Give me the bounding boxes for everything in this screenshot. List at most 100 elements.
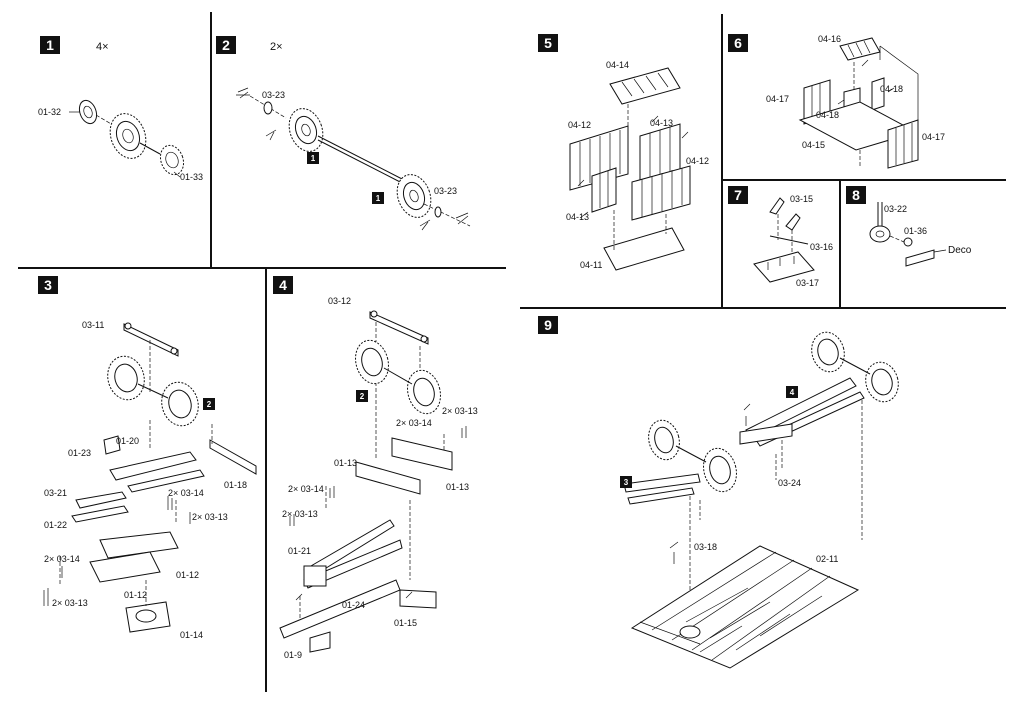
svg-text:2: 2: [222, 37, 230, 53]
part-label-2x-03-14-c: 2× 03-14: [396, 418, 432, 428]
part-label-2x-03-13-c: 2× 03-13: [442, 406, 478, 416]
svg-text:2: 2: [360, 392, 365, 401]
step-1-badge: 1: [40, 36, 60, 54]
part-label-01-13-b: 01-13: [446, 482, 469, 492]
part-label-2x-03-13-a: 2× 03-13: [192, 512, 228, 522]
step-1-panel: 1 4× 01-32 01-33: [38, 36, 203, 182]
part-label-03-11: 03-11: [82, 320, 104, 330]
part-label-2x-03-13-d: 2× 03-13: [282, 509, 318, 519]
part-label-03-22: 03-22: [884, 204, 907, 214]
part-label-04-15: 04-15: [802, 140, 825, 150]
step-9-ref-badge-4: 4: [786, 386, 798, 398]
part-label-04-16: 04-16: [818, 34, 841, 44]
svg-text:7: 7: [734, 187, 742, 203]
part-label-01-22: 01-22: [44, 520, 67, 530]
step-3-drawbar-assembly: [43, 322, 257, 633]
step-8-brake-assembly: [869, 202, 947, 267]
part-label-04-17-a: 04-17: [766, 94, 789, 104]
part-label-04-18-b: 04-18: [816, 110, 839, 120]
step-2-ref-badge-1: 1: [307, 152, 319, 164]
part-label-01-33: 01-33: [180, 172, 203, 182]
step-6-box-assembly: [798, 37, 919, 169]
step-7-badge: 7: [728, 186, 748, 204]
svg-text:3: 3: [624, 478, 629, 487]
part-label-01-14: 01-14: [180, 630, 203, 640]
part-label-2x-03-14-a: 2× 03-14: [168, 488, 204, 498]
step-2-axle-assembly: [236, 87, 471, 231]
step-4-frame-assembly: [279, 310, 467, 653]
step-2-ref-badge-2: 1: [372, 192, 384, 204]
part-label-01-15: 01-15: [394, 618, 417, 628]
part-label-04-13-b: 04-13: [566, 212, 589, 222]
step-7-panel: 7 03-15 03-16 03-17: [728, 186, 833, 288]
svg-text:1: 1: [46, 37, 54, 53]
part-label-04-11: 04-11: [580, 260, 602, 270]
step-4-panel: 4: [273, 276, 478, 660]
step-7-seat-assembly: [753, 197, 815, 283]
step-4-badge: 4: [273, 276, 293, 294]
step-3-badge: 3: [38, 276, 58, 294]
part-label-01-12-b: 01-12: [124, 590, 147, 600]
step-2-panel: 2 2× 1 1 03-23 03-23: [216, 36, 471, 231]
part-label-01-13-a: 01-13: [334, 458, 357, 468]
svg-text:9: 9: [544, 317, 552, 333]
step-8-panel: 8 03-22 01-36 Deco: [846, 186, 972, 267]
part-label-03-21: 03-21: [44, 488, 67, 498]
svg-text:4: 4: [790, 388, 795, 397]
svg-text:4: 4: [279, 277, 287, 293]
part-label-04-12-a: 04-12: [568, 120, 591, 130]
step-5-panel: 5 04-14 04-12 04-13 04-12: [538, 34, 709, 271]
part-label-01-21: 01-21: [288, 546, 311, 556]
part-label-04-12-b: 04-12: [686, 156, 709, 166]
part-label-04-14: 04-14: [606, 60, 629, 70]
part-label-01-32: 01-32: [38, 107, 61, 117]
step-5-box-assembly: [569, 67, 691, 271]
part-label-03-12: 03-12: [328, 296, 351, 306]
step-5-badge: 5: [538, 34, 558, 52]
part-label-03-23-b: 03-23: [434, 186, 457, 196]
part-label-03-16: 03-16: [810, 242, 833, 252]
part-label-03-15: 03-15: [790, 194, 813, 204]
step-2-count: 2×: [270, 41, 283, 53]
part-label-04-13-a: 04-13: [650, 118, 673, 128]
step-9-badge: 9: [538, 316, 558, 334]
step-4-ref-badge: 2: [356, 390, 368, 402]
svg-text:1: 1: [311, 154, 316, 163]
svg-text:8: 8: [852, 187, 860, 203]
step-1-count: 4×: [96, 41, 109, 53]
step-6-panel: 6 04-16 04-17 04-18 04-18 04-17 04-15: [728, 34, 945, 169]
part-label-01-18: 01-18: [224, 480, 247, 490]
part-label-2x-03-14-d: 2× 03-14: [288, 484, 324, 494]
part-label-2x-03-14-b: 2× 03-14: [44, 554, 80, 564]
part-label-01-9: 01-9: [284, 650, 302, 660]
svg-text:6: 6: [734, 35, 742, 51]
part-label-02-11: 02-11: [816, 554, 838, 564]
part-label-01-23: 01-23: [68, 448, 91, 458]
step-3-panel: 3: [38, 276, 257, 640]
step-9-panel: 9: [538, 316, 899, 669]
part-label-2x-03-13-b: 2× 03-13: [52, 598, 88, 608]
step-6-badge: 6: [728, 34, 748, 52]
step-1-wheel-assembly: [78, 99, 185, 176]
part-label-01-24: 01-24: [342, 600, 365, 610]
step-9-chassis-assembly: [623, 331, 899, 669]
step-8-badge: 8: [846, 186, 866, 204]
part-label-04-17-b: 04-17: [922, 132, 945, 142]
step-2-badge: 2: [216, 36, 236, 54]
svg-text:1: 1: [376, 194, 381, 203]
part-label-deco: Deco: [948, 245, 972, 256]
part-label-01-12-a: 01-12: [176, 570, 199, 580]
svg-text:3: 3: [44, 277, 52, 293]
part-label-01-36: 01-36: [904, 226, 927, 236]
step-3-ref-badge: 2: [203, 398, 215, 410]
part-label-01-20: 01-20: [116, 436, 139, 446]
part-label-03-23-a: 03-23: [262, 90, 285, 100]
part-label-03-17: 03-17: [796, 278, 819, 288]
part-label-03-24: 03-24: [778, 478, 801, 488]
svg-text:2: 2: [207, 400, 212, 409]
svg-text:5: 5: [544, 35, 552, 51]
step-9-ref-badge-3: 3: [620, 476, 632, 488]
part-label-03-18: 03-18: [694, 542, 717, 552]
part-label-04-18-a: 04-18: [880, 84, 903, 94]
